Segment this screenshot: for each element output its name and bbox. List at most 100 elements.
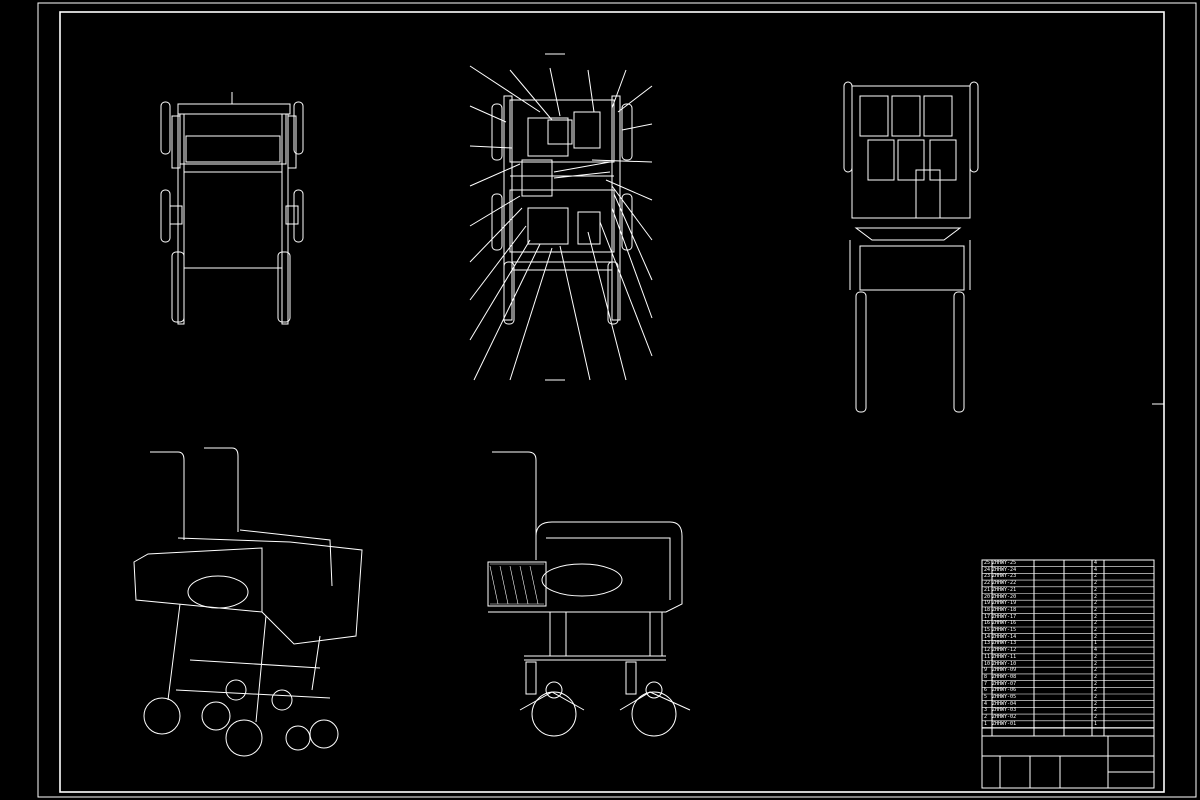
bom-cell-qty: 2 [1094, 653, 1098, 660]
bom-cell-idx: 9 [984, 667, 988, 674]
bom-cell-code: ZHHWY-09 [992, 667, 1017, 674]
bom-table-grid [981, 559, 1155, 736]
bom-cell-qty: 1 [1094, 720, 1098, 727]
bom-cell-code: ZHHWY-05 [992, 694, 1017, 700]
top-view [469, 53, 653, 381]
bom-cell-qty: 4 [1094, 566, 1098, 573]
bom-cell-qty: 2 [1094, 620, 1098, 627]
inner-border [59, 11, 1165, 793]
bom-cell-code: ZHHWY-10 [992, 660, 1017, 667]
bom-cell-qty: 2 [1094, 694, 1098, 700]
bom-cell-code: ZHHWY-20 [992, 593, 1017, 600]
bom-cell-idx: 5 [984, 694, 988, 700]
bom-cell-code: ZHHWY-17 [992, 613, 1017, 620]
bom-cell-code: ZHHWY-19 [992, 600, 1017, 607]
section-view [487, 451, 691, 737]
bom-cell-qty: 2 [1094, 714, 1098, 721]
bom-cell-qty: 2 [1094, 707, 1098, 714]
bom-cell-idx: 3 [984, 707, 988, 714]
bom-cell-idx: 16 [984, 620, 991, 627]
isometric-view [133, 447, 363, 757]
bom-cell-code: ZHHWY-12 [992, 647, 1017, 654]
outer-border [37, 2, 1197, 798]
bom-cell-qty: 2 [1094, 700, 1098, 707]
bom-cell-code: ZHHWY-25 [992, 560, 1017, 566]
bom-cell-idx: 20 [984, 593, 991, 600]
bom-row: 8 ZHHWY-08 2 [982, 674, 1154, 682]
bom-cell-code: ZHHWY-21 [992, 586, 1017, 593]
bom-cell-qty: 2 [1094, 606, 1098, 613]
bom-cell-qty: 2 [1094, 600, 1098, 607]
bom-cell-qty: 2 [1094, 667, 1098, 674]
bom-cell-idx: 19 [984, 600, 991, 607]
bom-cell-code: ZHHWY-22 [992, 580, 1017, 587]
bom-cell-code: ZHHWY-04 [992, 700, 1017, 707]
front-view [160, 92, 304, 325]
bom-cell-code: ZHHWY-08 [992, 673, 1017, 680]
bom-cell-code: ZHHWY-14 [992, 633, 1017, 640]
bom-cell-qty: 2 [1094, 660, 1098, 667]
bom-cell-idx: 14 [984, 633, 991, 640]
bom-cell-code: ZHHWY-15 [992, 627, 1017, 633]
bom-cell-qty: 2 [1094, 613, 1098, 620]
bom-cell-qty: 2 [1094, 573, 1098, 580]
bom-cell-code: ZHHWY-18 [992, 606, 1017, 613]
bom-cell-idx: 17 [984, 613, 991, 620]
bom-cell-idx: 21 [984, 586, 991, 593]
bom-cell-idx: 8 [984, 673, 988, 680]
bom-row: 3 ZHHWY-03 2 [982, 707, 1154, 715]
bom-cell-idx: 24 [984, 566, 991, 573]
bom-cell-qty: 2 [1094, 627, 1098, 633]
bom-cell-qty: 2 [1094, 687, 1098, 694]
bom-cell-qty: 2 [1094, 680, 1098, 687]
bom-cell-code: ZHHWY-13 [992, 640, 1017, 647]
bom-cell-code: ZHHWY-01 [992, 720, 1017, 727]
bom-cell-idx: 11 [984, 653, 991, 660]
bom-cell-qty: 4 [1094, 560, 1098, 566]
bom-cell-idx: 22 [984, 580, 991, 587]
bom-cell-code: ZHHWY-24 [992, 566, 1017, 573]
bom-cell-idx: 13 [984, 640, 991, 647]
bom-cell-idx: 25 [984, 560, 991, 566]
bom-cell-qty: 2 [1094, 633, 1098, 640]
bom-cell-qty: 2 [1094, 593, 1098, 600]
bom-cell-code: ZHHWY-16 [992, 620, 1017, 627]
bom-cell-idx: 7 [984, 680, 988, 687]
bom-cell-idx: 1 [984, 720, 988, 727]
bom-cell-qty: 2 [1094, 673, 1098, 680]
bom-cell-code: ZHHWY-07 [992, 680, 1017, 687]
bom-cell-code: ZHHWY-03 [992, 707, 1017, 714]
bom-cell-idx: 23 [984, 573, 991, 580]
bom-cell-qty: 2 [1094, 586, 1098, 593]
bom-cell-idx: 18 [984, 606, 991, 613]
title-block [982, 728, 1154, 788]
bom-cell-qty: 4 [1094, 647, 1098, 654]
bom-cell-idx: 12 [984, 647, 991, 654]
bom-row: 7 ZHHWY-07 2 [982, 681, 1154, 689]
bom-cell-idx: 6 [984, 687, 988, 694]
bom-cell-code: ZHHWY-11 [992, 653, 1017, 660]
bom-row: 9 ZHHWY-09 2 [982, 667, 1154, 675]
bom-row: 5 ZHHWY-05 2 [982, 694, 1154, 702]
bom-cell-code: ZHHWY-02 [992, 714, 1017, 721]
bom-cell-qty: 2 [1094, 580, 1098, 587]
